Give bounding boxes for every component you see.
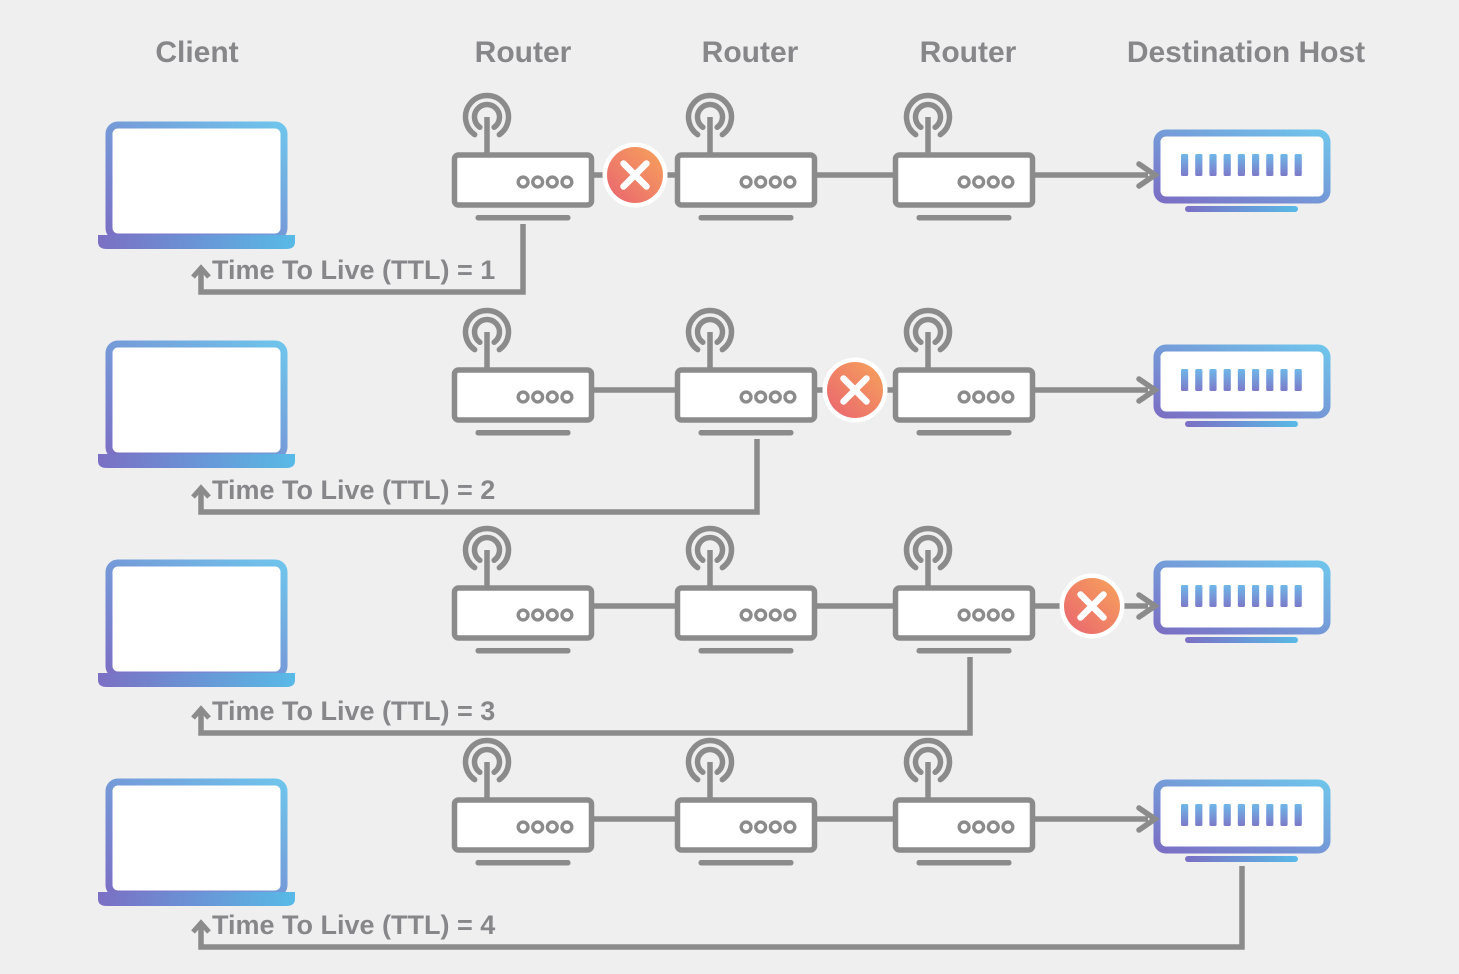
laptop-icon bbox=[98, 340, 295, 468]
wireless-router-icon bbox=[451, 92, 595, 221]
wireless-router-icon bbox=[451, 307, 595, 436]
server-icon bbox=[1153, 129, 1331, 212]
antenna-signal-icon bbox=[903, 737, 953, 783]
wireless-router-icon bbox=[674, 307, 818, 436]
x-mark-icon bbox=[822, 357, 888, 423]
arrow-right-icon bbox=[1136, 805, 1160, 833]
antenna-signal-icon bbox=[462, 737, 512, 783]
arrow-right-icon bbox=[1136, 376, 1160, 404]
wireless-router-icon bbox=[674, 525, 818, 654]
ttl-row-2 bbox=[98, 307, 1331, 515]
wireless-router-icon bbox=[451, 737, 595, 866]
x-mark-icon bbox=[602, 142, 668, 208]
x-mark-icon bbox=[1059, 573, 1125, 639]
antenna-signal-icon bbox=[903, 525, 953, 571]
wireless-router-icon bbox=[892, 737, 1036, 866]
laptop-icon bbox=[98, 778, 295, 906]
ttl-row-4 bbox=[98, 737, 1331, 950]
server-icon bbox=[1153, 779, 1331, 862]
ttl-reply-path bbox=[191, 439, 760, 515]
antenna-signal-icon bbox=[903, 92, 953, 138]
ttl-reply-path bbox=[191, 657, 973, 736]
ttl-label-row-1: Time To Live (TTL) = 1 bbox=[212, 255, 496, 285]
antenna-signal-icon bbox=[685, 525, 735, 571]
antenna-signal-icon bbox=[462, 525, 512, 571]
column-header-router-2: Router bbox=[701, 36, 799, 69]
antenna-signal-icon bbox=[462, 307, 512, 353]
arrow-right-icon bbox=[1136, 592, 1160, 620]
arrow-up-icon bbox=[191, 919, 211, 934]
arrow-up-icon bbox=[191, 484, 211, 499]
ttl-reply-path bbox=[191, 224, 526, 295]
ttl-reply-path bbox=[191, 866, 1245, 950]
arrow-up-icon bbox=[191, 264, 211, 279]
wireless-router-icon bbox=[892, 525, 1036, 654]
column-header-destination-host: Destination Host bbox=[1126, 36, 1366, 69]
antenna-signal-icon bbox=[685, 92, 735, 138]
ttl-label-row-2: Time To Live (TTL) = 2 bbox=[212, 475, 496, 505]
column-header-client: Client bbox=[155, 36, 239, 69]
arrow-up-icon bbox=[191, 705, 211, 720]
laptop-icon bbox=[98, 121, 295, 249]
network-links bbox=[591, 805, 1160, 833]
wireless-router-icon bbox=[674, 737, 818, 866]
column-header-router-1: Router bbox=[474, 36, 572, 69]
arrow-right-icon bbox=[1136, 161, 1160, 189]
wireless-router-icon bbox=[451, 525, 595, 654]
server-icon bbox=[1153, 560, 1331, 643]
ttl-row-3 bbox=[98, 525, 1331, 736]
antenna-signal-icon bbox=[685, 307, 735, 353]
ttl-label-row-3: Time To Live (TTL) = 3 bbox=[212, 696, 496, 726]
laptop-icon bbox=[98, 559, 295, 687]
column-header-router-3: Router bbox=[919, 36, 1017, 69]
wireless-router-icon bbox=[674, 92, 818, 221]
server-icon bbox=[1153, 344, 1331, 427]
antenna-signal-icon bbox=[462, 92, 512, 138]
antenna-signal-icon bbox=[685, 737, 735, 783]
ttl-label-row-4: Time To Live (TTL) = 4 bbox=[212, 910, 496, 940]
ttl-row-1 bbox=[98, 92, 1331, 295]
wireless-router-icon bbox=[892, 92, 1036, 221]
wireless-router-icon bbox=[892, 307, 1036, 436]
antenna-signal-icon bbox=[903, 307, 953, 353]
